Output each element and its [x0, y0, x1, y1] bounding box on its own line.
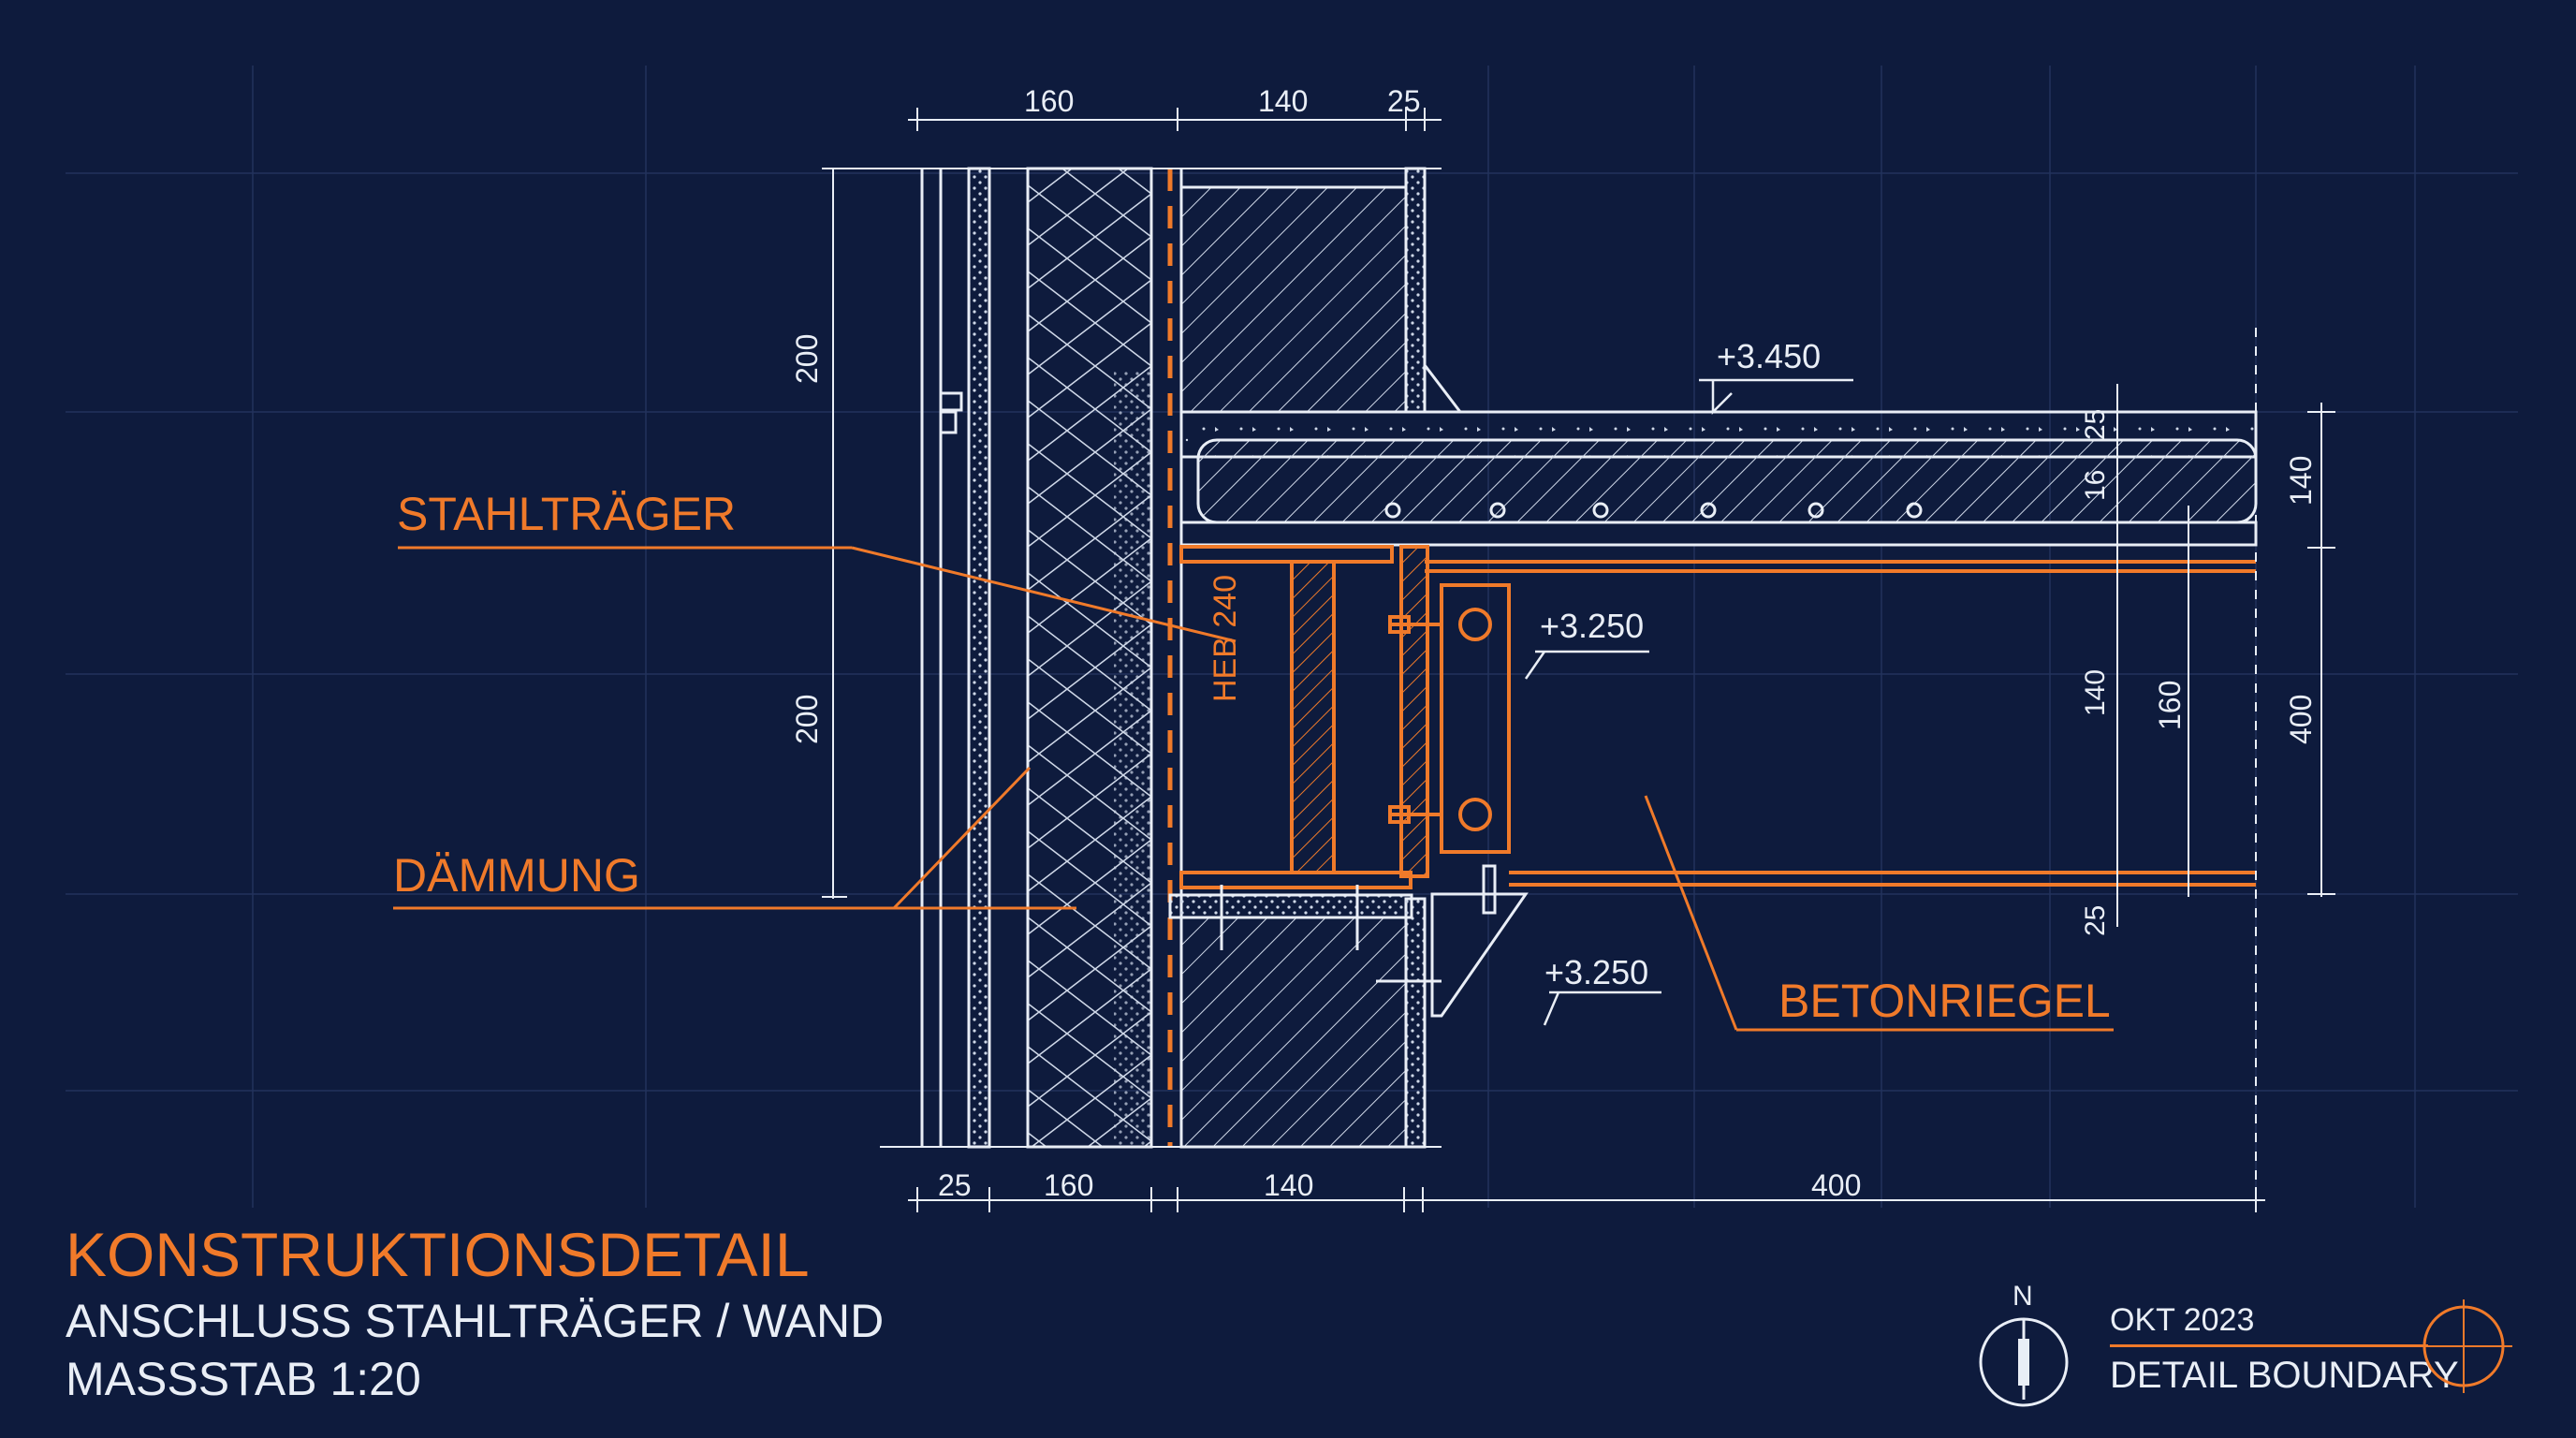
level-beam-bottom: +3.250: [1544, 953, 1649, 991]
level-slab-top: +3.450: [1717, 337, 1822, 375]
dimension-lines: [822, 108, 2335, 1212]
dim-top-25: 25: [1387, 84, 1421, 118]
label-stahltraeger: STAHLTRÄGER: [397, 488, 737, 540]
dim-left-200-upper: 200: [790, 333, 824, 384]
facade-cladding: [920, 167, 991, 1149]
meta-underline: [2110, 1344, 2428, 1347]
dim-left-200-lower: 200: [790, 694, 824, 744]
north-arrow-icon: [1979, 1317, 2069, 1407]
title-block: KONSTRUKTIONSDETAIL ANSCHLUSS STAHLTRÄGE…: [66, 1217, 884, 1408]
bearing-bracket: [1168, 864, 1529, 1018]
north-label: N: [2012, 1281, 2033, 1312]
level-beam-top: +3.250: [1540, 607, 1645, 645]
insulation-layer: [1026, 167, 1153, 1149]
dim-right-16: 16: [2080, 469, 2111, 501]
dim-right-140-inner: 140: [2080, 668, 2111, 716]
dim-bottom-140: 140: [1264, 1168, 1314, 1202]
concrete-wall: [1179, 167, 1462, 1149]
dim-bottom-160: 160: [1044, 1168, 1094, 1202]
drawing-scale: MASSSTAB 1:20: [66, 1353, 421, 1405]
dim-bottom-25: 25: [938, 1168, 972, 1202]
dim-right-25-top: 25: [2080, 408, 2111, 440]
dim-right-400: 400: [2284, 694, 2318, 744]
drawing-title: KONSTRUKTIONSDETAIL: [66, 1220, 810, 1289]
detail-boundary-label: DETAIL BOUNDARY: [2110, 1355, 2459, 1396]
label-beam-profile: HEB 240: [1208, 574, 1243, 702]
level-markers: [1524, 378, 1853, 1026]
detail-marker-icon: [2419, 1299, 2512, 1393]
dim-top-160: 160: [1024, 84, 1075, 118]
dim-right-25-bottom: 25: [2080, 904, 2111, 936]
drawing-subtitle: ANSCHLUSS STAHLTRÄGER / WAND: [66, 1295, 885, 1347]
drawing-date: OKT 2023: [2110, 1302, 2255, 1338]
dim-right-140-outer: 140: [2284, 455, 2318, 506]
dim-bottom-400: 400: [1811, 1168, 1862, 1202]
label-daemmung: DÄMMUNG: [393, 849, 640, 902]
end-plate-bolts: [1388, 583, 1511, 854]
leader-lines: [393, 546, 2114, 1032]
dim-top-140: 140: [1258, 84, 1309, 118]
label-betonriegel: BETONRIEGEL: [1778, 975, 2111, 1027]
concrete-slab: [1179, 410, 2258, 547]
meta-block: OKT 2023 DETAIL BOUNDARY: [2110, 1299, 2459, 1399]
dim-right-160: 160: [2153, 680, 2187, 730]
